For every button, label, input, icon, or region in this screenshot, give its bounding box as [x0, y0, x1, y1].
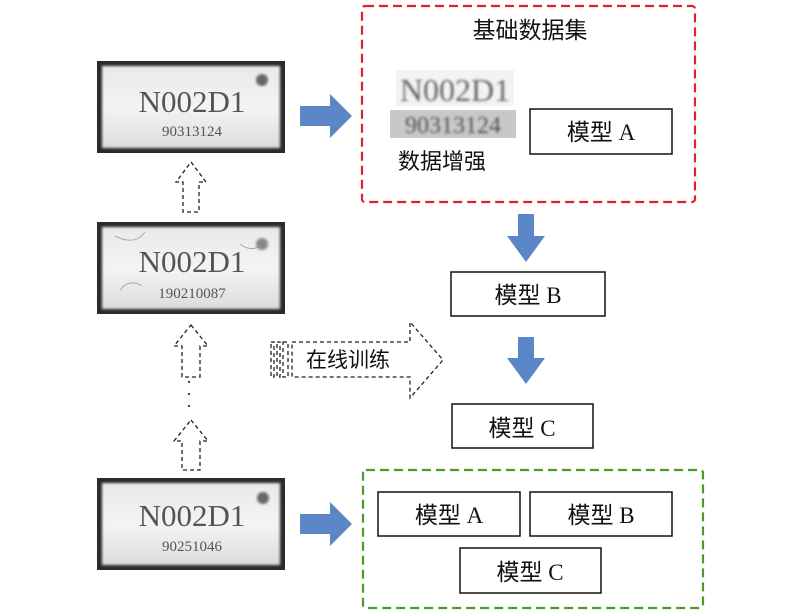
hollow-up-arrow-1 [174, 160, 208, 213]
online-training-tail-bar-3 [282, 341, 289, 378]
final-model-c-label: 模型 C [496, 560, 563, 585]
chip-middle-dot [256, 238, 268, 250]
base-dataset-title: 基础数据集 [473, 18, 588, 44]
chip-top-dot [256, 74, 268, 86]
model-a-box [529, 108, 673, 155]
chip-bottom-dot [257, 492, 269, 504]
sample-code-bg [396, 70, 514, 106]
final-model-b-label: 模型 B [567, 503, 634, 528]
online-training-arrow-body [291, 320, 444, 400]
hollow-up-arrow-3 [172, 418, 210, 471]
ellipsis-dot-2: · [186, 384, 192, 404]
chip-top-code: N002D1 [139, 84, 246, 119]
final-model-a-box [377, 491, 521, 537]
final-model-c-box [459, 547, 602, 594]
online-training-tail-bar-1 [270, 341, 275, 378]
model-a-label: 模型 A [567, 120, 636, 145]
chip-middle-code: N002D1 [139, 244, 246, 279]
chip-top: N002D1 90313124 [97, 61, 285, 153]
model-c-box [451, 403, 594, 449]
online-training-tail-bar-2 [276, 341, 281, 378]
model-c-label: 模型 C [488, 416, 555, 441]
chip-bottom-face [102, 483, 280, 565]
sample-serial-bg [390, 110, 516, 138]
blue-arrow-down-1 [507, 214, 545, 262]
chip-bottom-code: N002D1 [139, 498, 246, 533]
online-training-label: 在线训练 [306, 348, 390, 372]
final-model-a-label: 模型 A [415, 503, 484, 528]
model-b-box [450, 271, 606, 317]
ellipsis-dot-3: · [186, 396, 192, 416]
chip-top-serial: 90313124 [162, 124, 223, 140]
sample-code: N002D1 [400, 72, 510, 108]
base-dataset-box [360, 4, 697, 204]
chip-middle: N002D1 190210087 [97, 222, 285, 314]
model-b-label: 模型 B [494, 283, 561, 308]
chip-middle-face [102, 227, 280, 309]
augment-label: 数据增强 [398, 150, 486, 175]
final-model-b-box [529, 491, 673, 537]
online-training-arrow [270, 320, 444, 400]
blue-arrow-right-top [300, 94, 352, 138]
blue-arrow-down-2 [507, 337, 545, 384]
chip-bottom-serial: 90251046 [162, 539, 223, 555]
chip-top-face [102, 66, 280, 148]
hollow-up-arrow-2 [172, 323, 210, 378]
sample-serial: 90313124 [405, 113, 501, 139]
ellipsis-dot-1: · [186, 372, 192, 392]
blue-arrow-right-bottom [300, 502, 352, 546]
chip-middle-serial: 190210087 [158, 286, 226, 302]
chip-bottom: N002D1 90251046 [97, 478, 285, 570]
